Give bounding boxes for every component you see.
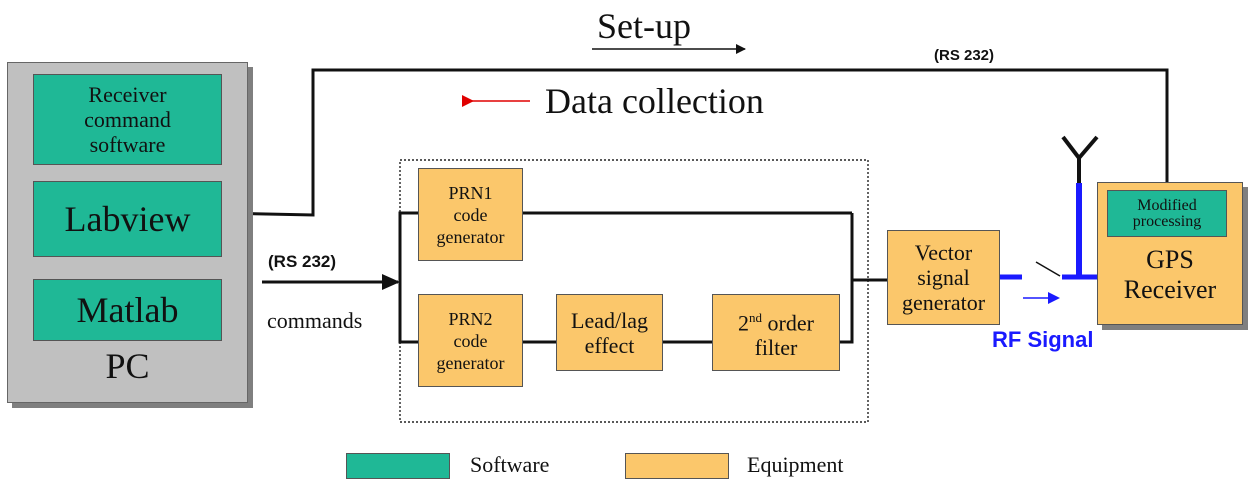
antenna-right-arm [1077, 135, 1099, 160]
vector-signal-generator-box: Vector signal generator [887, 230, 1000, 325]
matlab-label: Matlab [76, 290, 179, 330]
labview-serial-line [220, 68, 1169, 217]
legend-equipment-swatch [625, 453, 729, 479]
rs232-left-label: (RS 232) [268, 252, 337, 271]
filter-word: filter [754, 335, 798, 361]
vector-signal-generator-label: Vector signal generator [901, 240, 986, 315]
second-order-filter-label: 2nd order filter [738, 305, 814, 360]
receiver-command-software-box: Receiver command software [33, 74, 222, 165]
rf-switch [1035, 261, 1061, 277]
lead-lag-effect-box: Lead/lag effect [556, 294, 663, 371]
setup-label: Set-up [597, 6, 691, 46]
labview-label: Labview [64, 199, 191, 239]
rs232-top-label: (RS 232) [934, 47, 995, 64]
data-collection-label: Data collection [545, 81, 764, 121]
prn2-generator-box: PRN2 code generator [418, 294, 523, 387]
prn1-branch [398, 211, 418, 344]
prn2-generator-label: PRN2 code generator [436, 308, 505, 373]
lead-lag-effect-label: Lead/lag effect [571, 307, 648, 358]
prn1-generator-box: PRN1 code generator [418, 168, 523, 261]
labview-box: Labview [33, 181, 222, 257]
gps-receiver-label: GPS Receiver [1123, 245, 1217, 304]
commands-label: commands [267, 308, 363, 333]
legend-software-swatch [346, 453, 450, 479]
legend-software-label: Software [470, 452, 550, 477]
second-order-filter-box: 2nd order filter [712, 294, 840, 371]
modified-processing-label: Modified processing [1132, 196, 1202, 230]
filter-order-suffix: nd [749, 309, 763, 325]
legend-equipment-label: Equipment [747, 452, 844, 477]
receiver-command-software-label: Receiver command software [84, 82, 171, 157]
prn1-generator-label: PRN1 code generator [436, 182, 505, 247]
rf-signal-label: RF Signal [992, 327, 1094, 352]
filter-output-line [840, 280, 854, 344]
matlab-box: Matlab [33, 279, 222, 341]
pc-label: PC [105, 346, 150, 386]
filter-order-word: order [762, 310, 814, 336]
modified-processing-box: Modified processing [1107, 190, 1227, 237]
filter-order-number: 2 [738, 310, 750, 336]
antenna-left-arm [1061, 135, 1081, 160]
